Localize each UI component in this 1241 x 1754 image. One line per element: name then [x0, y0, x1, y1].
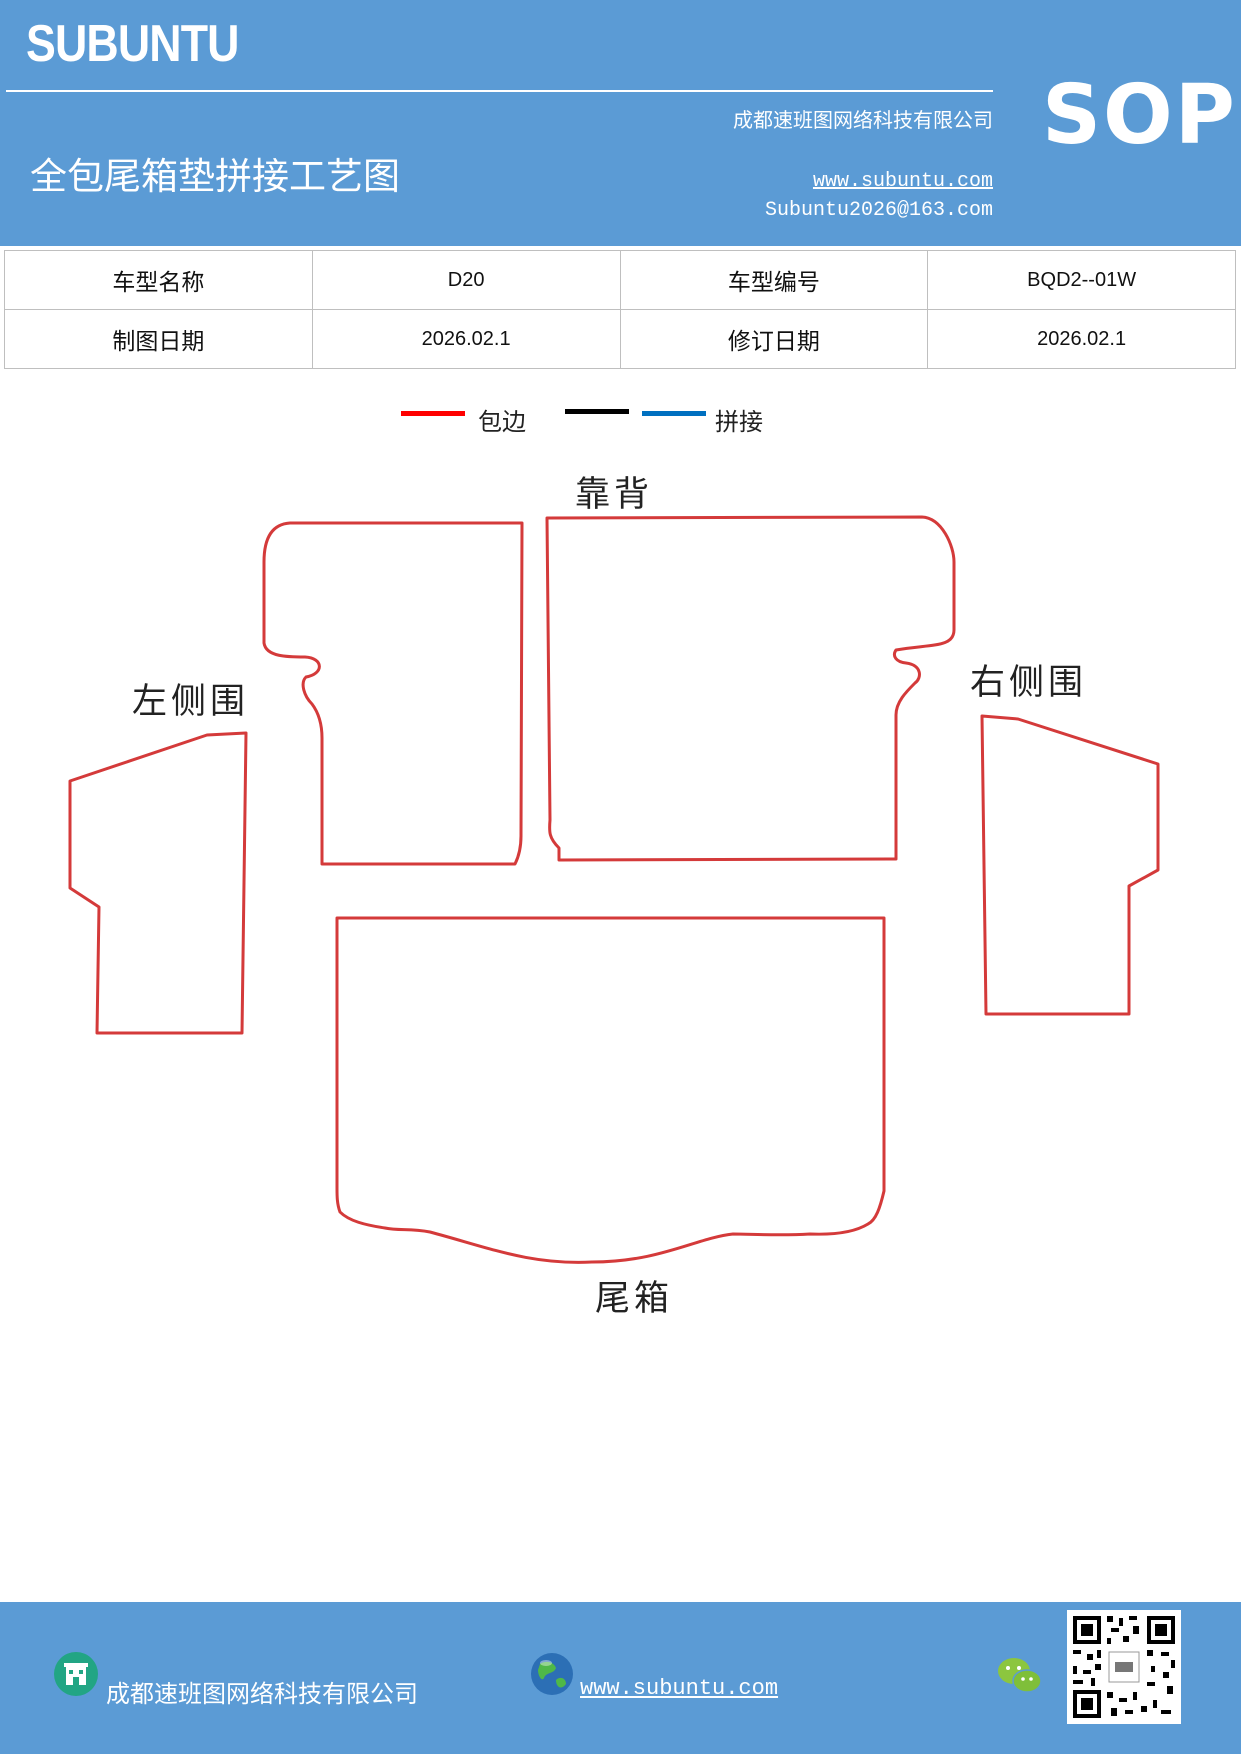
left-side-panel [68, 731, 248, 1035]
globe-icon [530, 1652, 574, 1696]
info-table: 车型名称 D20 车型编号 BQD2--01W 制图日期 2026.02.1 修… [4, 250, 1236, 369]
label-trunk: 尾箱 [595, 1279, 674, 1319]
header-email[interactable]: Subuntu2026@163.com [764, 199, 993, 222]
footer-company: 成都速班图网络科技有限公司 [106, 1680, 418, 1708]
brand-logo: SUBUNTU [26, 15, 239, 73]
building-icon [54, 1652, 98, 1696]
label-backrest: 靠背 [575, 475, 654, 515]
model-name-value: D20 [311, 250, 621, 310]
qr-code[interactable] [1067, 1610, 1181, 1724]
wechat-icon[interactable] [996, 1654, 1044, 1698]
revise-date-label: 修订日期 [619, 309, 929, 369]
backrest-left-panel [262, 521, 524, 866]
draw-date-value: 2026.02.1 [311, 309, 621, 369]
header-divider [6, 90, 993, 92]
header-banner: SUBUNTU 成都速班图网络科技有限公司 全包尾箱垫拼接工艺图 www.sub… [0, 0, 1241, 246]
footer-website-link[interactable]: www.subuntu.com [580, 1676, 779, 1701]
legend-line-edging [401, 411, 465, 416]
revise-date-value: 2026.02.1 [927, 309, 1236, 369]
label-right-side: 右侧围 [970, 663, 1088, 703]
draw-date-label: 制图日期 [4, 309, 313, 369]
legend-label-edging: 包边 [478, 408, 526, 436]
right-side-panel [980, 714, 1160, 1016]
backrest-right-panel [545, 515, 956, 862]
table-row: 车型名称 D20 车型编号 BQD2--01W [4, 250, 1236, 310]
table-row: 制图日期 2026.02.1 修订日期 2026.02.1 [4, 309, 1236, 369]
model-code-value: BQD2--01W [927, 250, 1236, 310]
footer-banner: 成都速班图网络科技有限公司 www.subuntu.com [0, 1602, 1241, 1754]
header-website-link[interactable]: www.subuntu.com [812, 170, 993, 193]
trunk-panel [335, 916, 886, 1264]
document-title: 全包尾箱垫拼接工艺图 [30, 155, 400, 198]
model-name-label: 车型名称 [4, 250, 313, 310]
model-code-label: 车型编号 [619, 250, 929, 310]
header-company: 成都速班图网络科技有限公司 [733, 108, 993, 132]
sop-badge: SOP [1042, 68, 1237, 163]
legend-line-splice [642, 411, 706, 416]
legend-label-splice: 拼接 [715, 408, 763, 436]
label-left-side: 左侧围 [132, 682, 250, 722]
legend-line-black [565, 409, 629, 414]
